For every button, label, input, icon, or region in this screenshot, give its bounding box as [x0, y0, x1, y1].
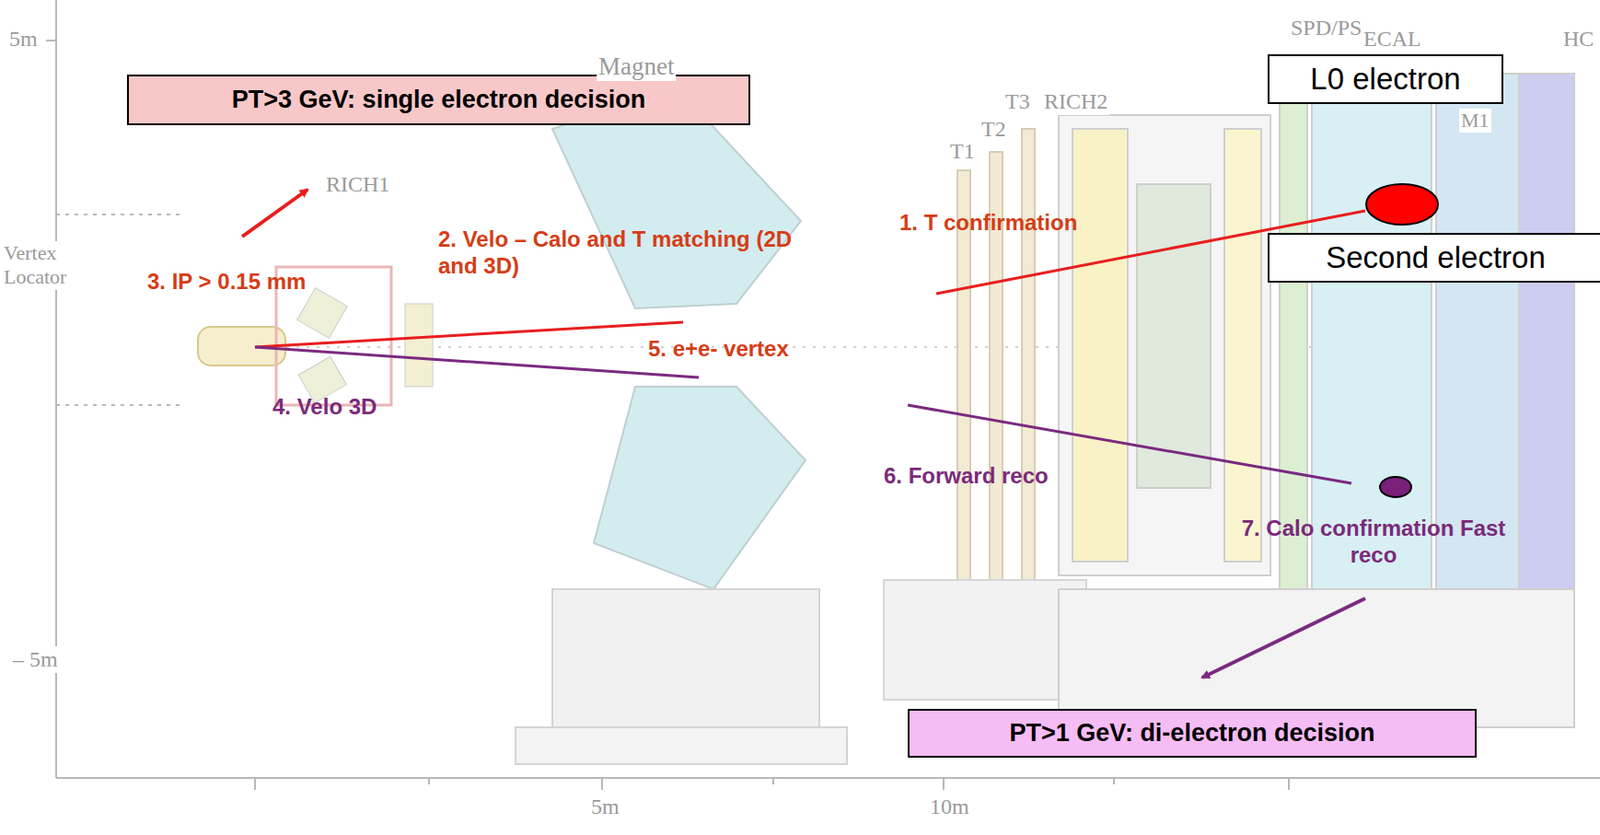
step-label: 4. Velo 3D: [272, 394, 377, 421]
drawing-part: [46, 39, 57, 42]
drawing-part: [1518, 73, 1575, 590]
part-name: T3: [1003, 88, 1032, 116]
part-name: RICH2: [1042, 88, 1110, 116]
drawing-part: [405, 303, 433, 387]
step-label: 5. e+e- vertex: [648, 336, 789, 363]
drawing-part: [1279, 73, 1308, 590]
axis-label: – 5m: [11, 646, 60, 673]
step-label: 7. Calo confirmation Fast reco: [1221, 515, 1526, 569]
decision-box: PT>1 GeV: di-electron decision: [907, 708, 1477, 758]
magnet: [515, 87, 847, 765]
drawing-part: [883, 579, 1087, 700]
step-label: 3. IP > 0.15 mm: [147, 268, 306, 296]
drawing-part: [601, 777, 603, 790]
part-name: T1: [948, 138, 977, 165]
part-name: M1: [1459, 108, 1492, 133]
part-name: Magnet: [596, 51, 676, 82]
drawing-part: [242, 189, 308, 237]
axis-label: 5m: [589, 793, 622, 821]
axis-label: 10m: [927, 793, 972, 821]
drawing-part: [1311, 73, 1432, 590]
drawing-part: [1436, 73, 1519, 590]
drawing-part: [1287, 777, 1290, 790]
tracking-stations: [883, 128, 1087, 700]
drawing-part: [1202, 598, 1366, 678]
electron-cluster: [1366, 184, 1438, 225]
box-text: PT>1 GeV: di-electron decision: [1009, 718, 1376, 748]
step-label: 2. Velo – Calo and T matching (2D and 3D…: [438, 226, 835, 280]
drawing-part: [197, 326, 286, 366]
drawing-part: [1072, 128, 1128, 562]
box-text: Second electron: [1325, 240, 1546, 276]
box-text: L0 electron: [1310, 61, 1461, 97]
electron-box: Second electron: [1267, 232, 1600, 283]
drawing-part: [56, 404, 185, 406]
electron-box: L0 electron: [1267, 54, 1504, 105]
drawing-part: [428, 777, 430, 785]
part-name: ECAL: [1361, 25, 1424, 53]
step-label: 6. Forward reco: [883, 463, 1049, 490]
drawing-part: [255, 347, 699, 378]
drawing-part: [1058, 115, 1271, 576]
electron-tracks: [242, 189, 1366, 678]
axes: [46, 0, 1600, 790]
drawing-part: [254, 777, 256, 790]
drawing-part: [593, 386, 806, 590]
drawing-part: [942, 777, 945, 790]
rich2-and-calorimeters: [1058, 73, 1575, 728]
part-name: SPD/PS: [1288, 14, 1364, 42]
part-name: T2: [979, 115, 1009, 143]
drawing-part: [56, 213, 185, 216]
part-name: HC: [1561, 25, 1596, 53]
drawing-part: [1113, 777, 1115, 785]
drawing-part: [515, 727, 847, 765]
drawing-part: [297, 288, 348, 339]
drawing-part: [255, 322, 684, 348]
drawing-part: [1021, 128, 1035, 585]
drawing-part: [552, 589, 820, 728]
part-name: RICH1: [324, 171, 392, 198]
part-name: Vertex Locator: [1, 241, 80, 290]
axis-label: 5m: [7, 25, 40, 53]
electron-cluster: [1379, 476, 1412, 498]
drawing-part: [1136, 184, 1211, 488]
drawing-part: [56, 776, 1600, 779]
box-text: PT>3 GeV: single electron decision: [231, 85, 646, 115]
drawing-part: [1224, 128, 1262, 562]
decision-box: PT>3 GeV: single electron decision: [127, 74, 751, 126]
step-label: 1. T confirmation: [899, 209, 1078, 237]
drawing-part: [772, 777, 775, 785]
drawing-part: [1058, 589, 1575, 728]
